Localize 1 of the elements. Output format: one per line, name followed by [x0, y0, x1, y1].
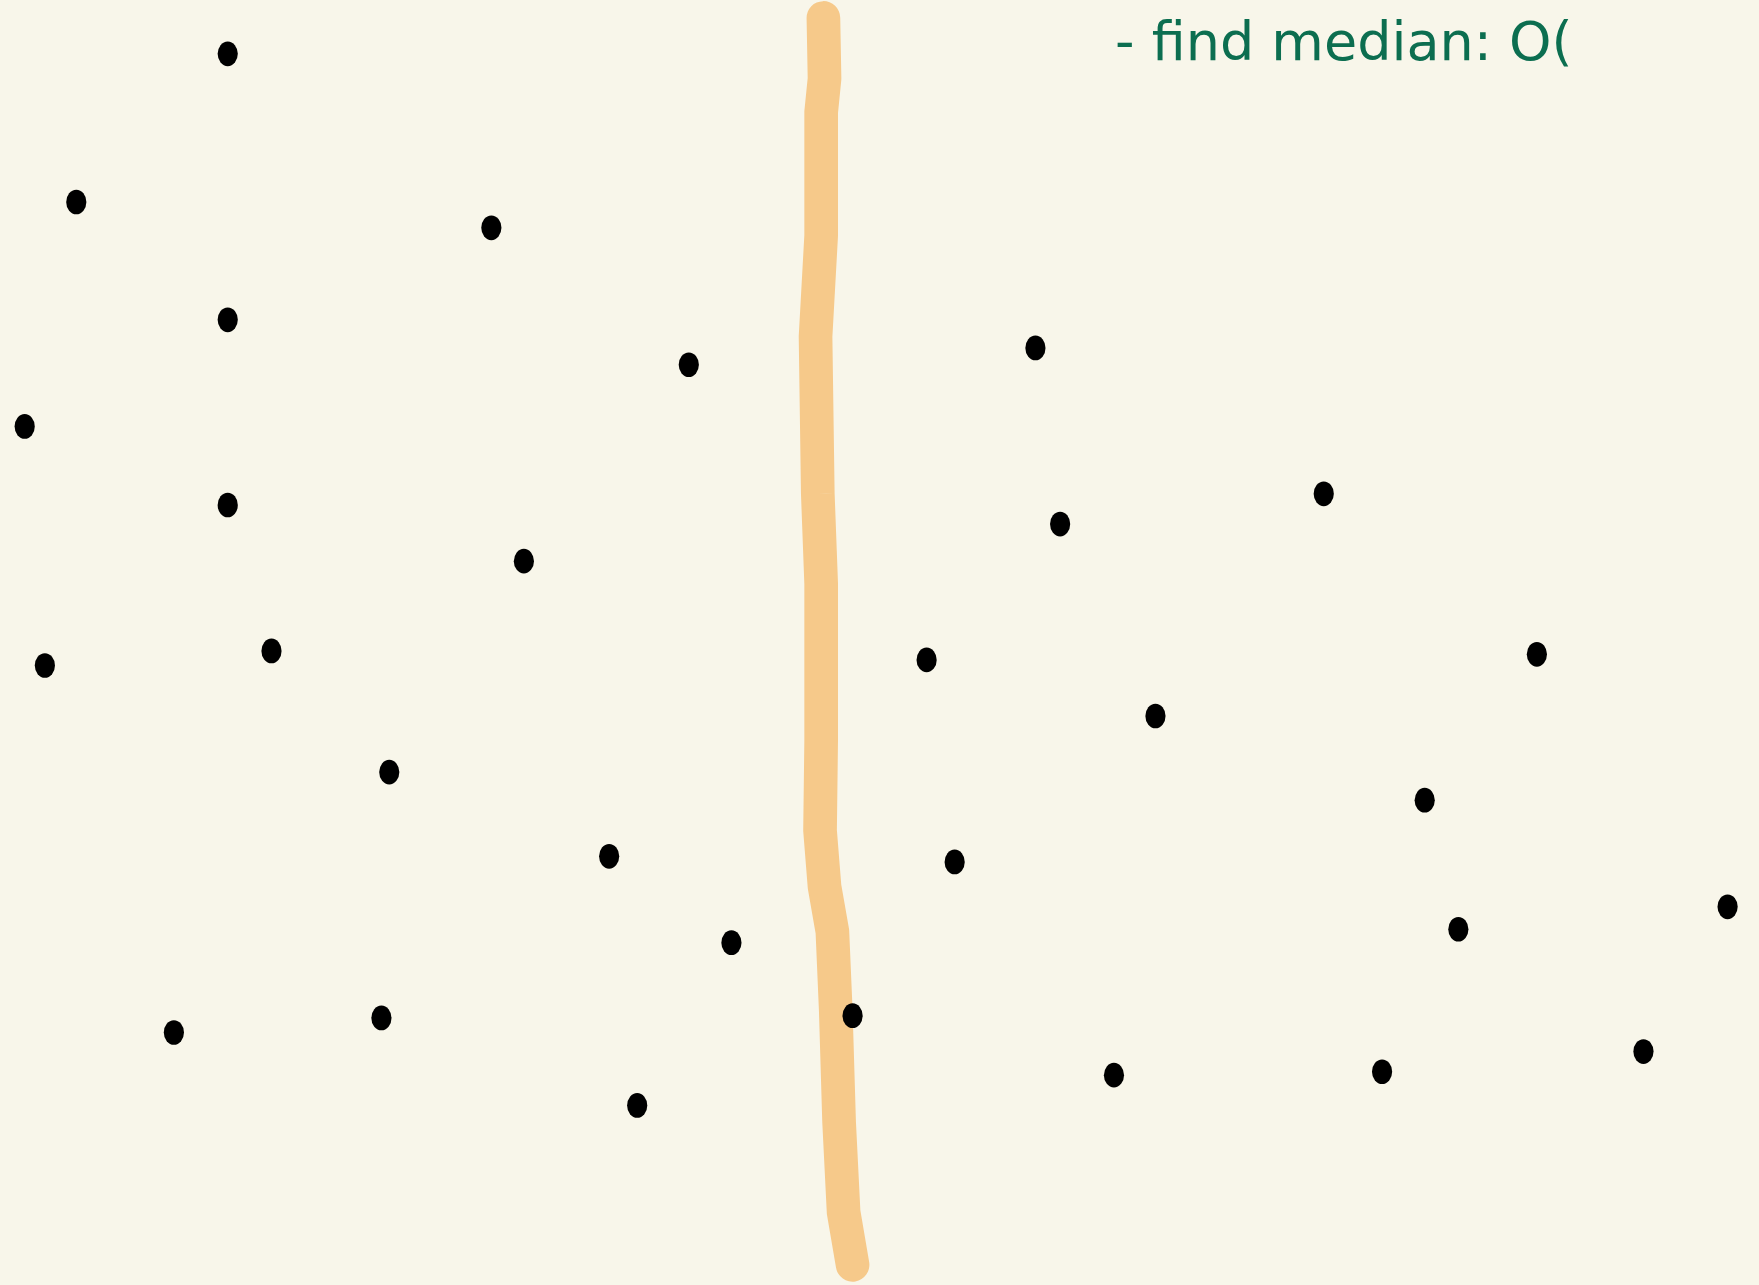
note-text: - find median: O(	[1115, 10, 1573, 73]
